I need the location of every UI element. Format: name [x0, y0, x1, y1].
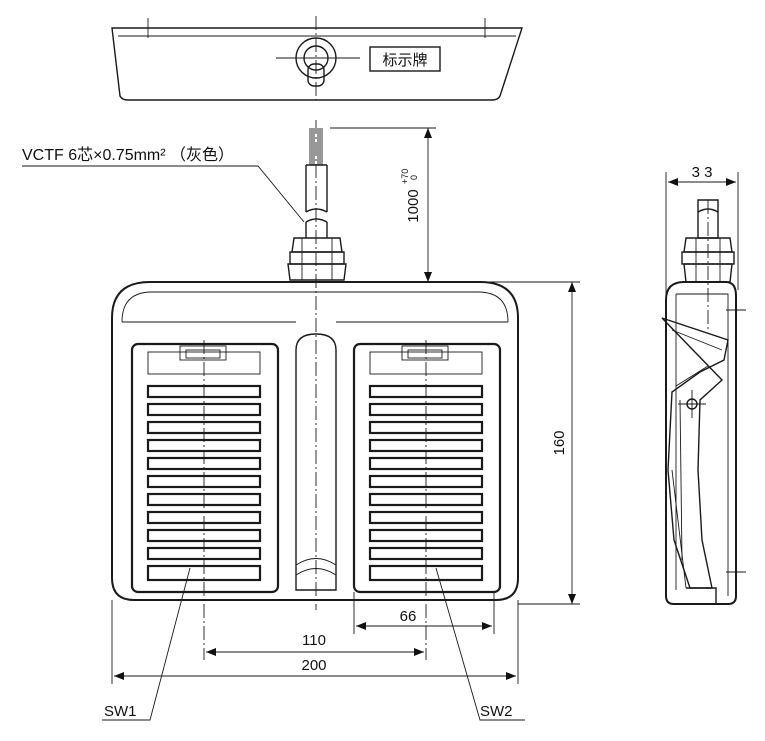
nameplate-box: [369, 46, 441, 72]
dim-side-width: 3 3: [692, 164, 713, 181]
dim-center-distance: 110: [302, 632, 326, 649]
cable: [305, 128, 328, 238]
label-sw2: SW2: [480, 703, 513, 720]
dimensions: 1000 +70 0 160 66 110 200: [111, 127, 580, 684]
dim-total-width: 200: [301, 657, 326, 674]
side-view: 3 3: [661, 164, 746, 605]
dim-cable-tol-upper: +70: [400, 169, 410, 184]
cable-leader-line: [22, 165, 305, 223]
dim-pedal-width: 66: [400, 608, 417, 625]
label-sw1: SW1: [104, 703, 137, 720]
top-view: 标示牌: [111, 16, 523, 101]
front-view: [111, 120, 519, 660]
dim-height: 160: [551, 430, 568, 455]
cable-spec-label: VCTF 6芯×0.75mm² （灰色）: [22, 146, 234, 164]
dim-cable-tol-lower: 0: [409, 175, 419, 180]
dim-cable-length: 1000: [405, 189, 422, 222]
nameplate-label: 标示牌: [382, 52, 427, 69]
switch-labels: SW1 SW2: [102, 567, 525, 721]
